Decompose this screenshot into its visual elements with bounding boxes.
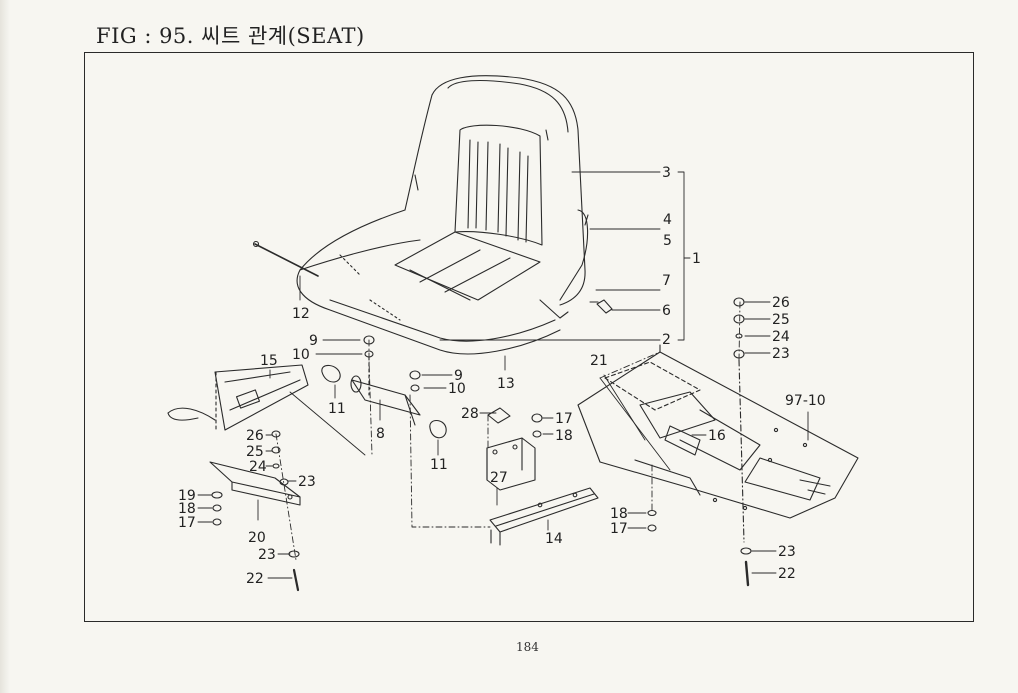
callout-7: 7 <box>662 273 671 289</box>
callout-9-left: 9 <box>309 333 318 349</box>
page-number: 184 <box>516 640 539 654</box>
callout-15: 15 <box>260 353 278 369</box>
callout-9-right: 9 <box>454 368 463 384</box>
figure-title: FIG : 95. 씨트 관계(SEAT) <box>96 24 365 48</box>
slide-rail-right <box>489 487 599 546</box>
callout-8: 8 <box>376 426 385 442</box>
callout-5: 5 <box>663 233 672 249</box>
diagram-frame <box>84 52 974 622</box>
callout-14: 14 <box>545 531 563 547</box>
callout-23-right-top: 23 <box>772 346 790 362</box>
callout-22-right: 22 <box>778 566 796 582</box>
callout-10-right: 10 <box>448 381 466 397</box>
callout-18-mid: 18 <box>555 428 573 444</box>
callout-24-right: 24 <box>772 329 790 345</box>
callout-18-left: 18 <box>178 501 196 517</box>
callout-25-right: 25 <box>772 312 790 328</box>
callout-6: 6 <box>662 303 671 319</box>
slide-rail-left <box>167 364 309 431</box>
callout-26-right: 26 <box>772 295 790 311</box>
callout-2: 2 <box>662 332 671 348</box>
callout-4: 4 <box>663 212 672 228</box>
callout-19: 19 <box>178 488 196 504</box>
hardware-stack-right <box>733 297 752 587</box>
callout-20: 20 <box>248 530 266 546</box>
callout-97-10: 97-10 <box>785 393 826 409</box>
callout-17-left: 17 <box>178 515 196 531</box>
callout-28: 28 <box>461 406 479 422</box>
callout-22-left: 22 <box>246 571 264 587</box>
center-lines <box>275 301 741 561</box>
callout-3: 3 <box>662 165 671 181</box>
callout-23-left-bottom: 23 <box>258 547 276 563</box>
page-binding-edge <box>0 0 10 693</box>
callout-25-left: 25 <box>246 444 264 460</box>
callout-13: 13 <box>497 376 515 392</box>
callout-23-right-bottom: 23 <box>778 544 796 560</box>
callout-11-left: 11 <box>328 401 346 417</box>
callout-1: 1 <box>692 251 701 267</box>
floor-plate <box>577 344 859 519</box>
callout-11-right: 11 <box>430 457 448 473</box>
callout-21: 21 <box>590 353 608 369</box>
callout-17-mid: 17 <box>555 411 573 427</box>
callout-18-bottom: 18 <box>610 506 628 522</box>
leader-lines <box>197 171 809 579</box>
callout-17-bottom: 17 <box>610 521 628 537</box>
callout-23-left-top: 23 <box>298 474 316 490</box>
callout-27: 27 <box>490 470 508 486</box>
callout-10-left: 10 <box>292 347 310 363</box>
callout-24-left: 24 <box>249 459 267 475</box>
bracket-20 <box>209 461 301 506</box>
pin-12 <box>252 240 319 277</box>
callout-12: 12 <box>292 306 310 322</box>
callout-labels: 3 4 5 1 7 6 2 12 9 10 15 9 10 13 11 8 11… <box>178 165 826 587</box>
hardware-stack-mid <box>363 335 657 532</box>
callout-26-left: 26 <box>246 428 264 444</box>
callout-16: 16 <box>708 428 726 444</box>
seat-assembly <box>296 75 613 355</box>
bracket-27 <box>486 407 536 491</box>
